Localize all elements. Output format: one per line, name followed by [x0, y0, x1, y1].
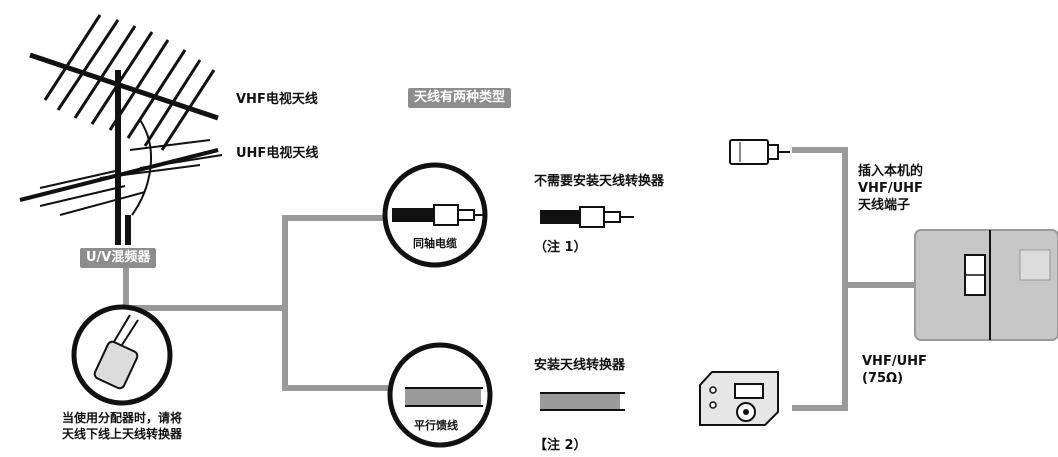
flat-feeder-icon — [540, 392, 625, 411]
parallel-feeder-circle — [387, 342, 493, 448]
coax-cable-label: 同轴电缆 — [413, 237, 457, 250]
connect-label-line3: 天线端子 — [858, 198, 911, 213]
uv-mixer-label: U/V混频器 — [80, 248, 157, 268]
connection-lines — [123, 147, 918, 411]
antenna-plug-icon — [729, 139, 790, 165]
mixer-device-icon — [93, 340, 139, 390]
install-converter-label: 安装天线转换器 — [534, 358, 626, 373]
antenna-feed-cable — [131, 119, 152, 216]
antenna-converter-icon — [699, 371, 779, 426]
mixer-note-line1: 当使用分配器时，请将 — [62, 411, 183, 425]
no-converter-label: 不需要安装天线转换器 — [534, 174, 665, 189]
vhf-antenna-label: VHF电视天线 — [236, 92, 318, 107]
antenna-illustration — [19, 14, 223, 245]
device-terminal-panel — [914, 229, 1058, 341]
antenna-types-title: 天线有两种类型 — [408, 88, 512, 108]
uhf-antenna-label: UHF电视天线 — [236, 146, 319, 161]
connect-label-line1: 插入本机的 — [858, 164, 924, 179]
mixer-note-line2: 天线下线上天线转换器 — [62, 427, 183, 441]
coax-plug-icon — [540, 206, 634, 228]
vhf-boom — [29, 52, 219, 121]
coax-cable-circle — [382, 162, 488, 268]
mixer-circle — [71, 304, 173, 406]
vhf-elements — [43, 14, 216, 151]
note2-label: 【注 2） — [534, 438, 587, 453]
note1-label: （注 1） — [534, 240, 587, 255]
impedance-label-line2: (75Ω) — [862, 371, 904, 386]
parallel-cable-label: 平行馈线 — [414, 419, 458, 432]
coax-cable-icon — [392, 208, 434, 222]
parallel-feeder-icon — [405, 388, 481, 406]
uhf-elements — [39, 139, 223, 216]
connect-label-line2: VHF/UHF — [858, 181, 923, 196]
impedance-label-line1: VHF/UHF — [862, 354, 927, 369]
